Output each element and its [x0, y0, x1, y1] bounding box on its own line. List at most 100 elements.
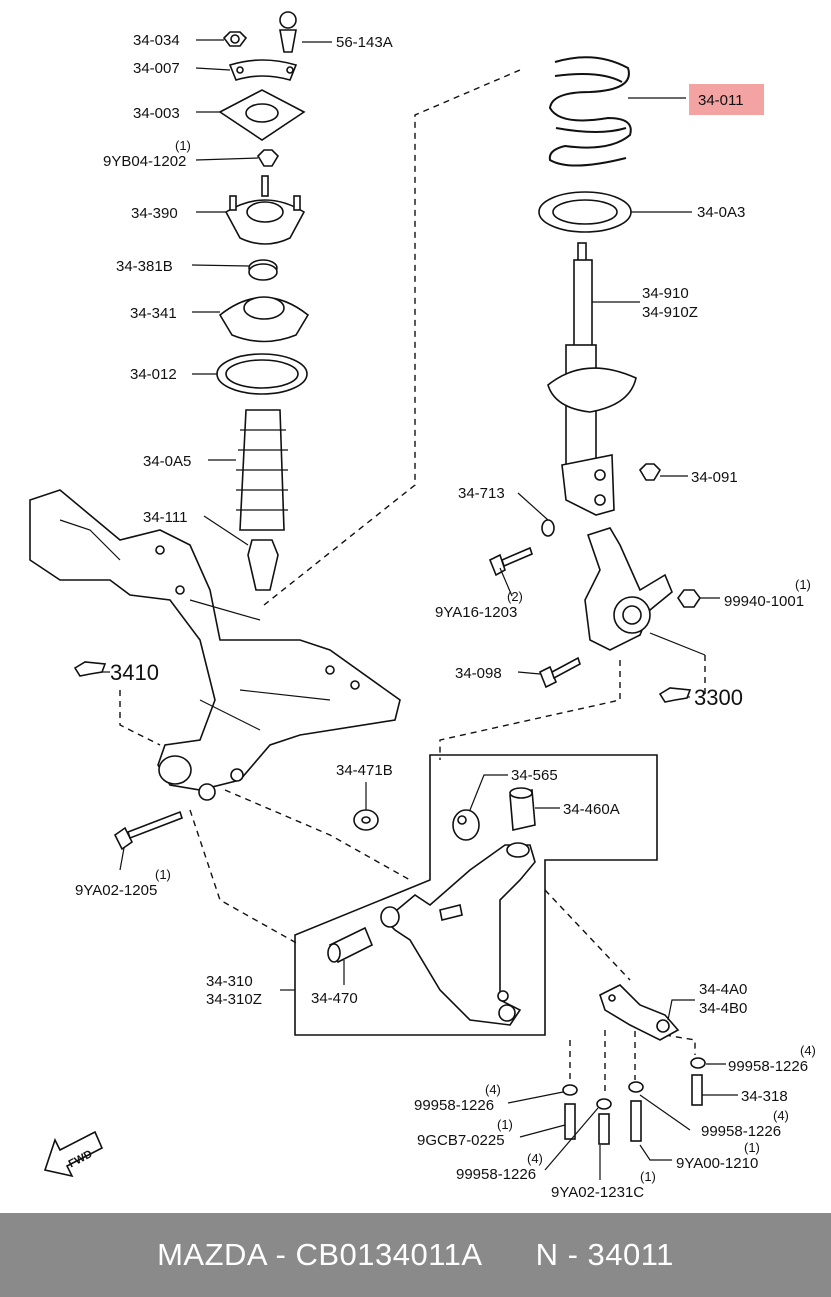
nut-9YB04-1202: [256, 149, 280, 167]
qty-99958-1226-bottom: (4): [527, 1151, 543, 1166]
assembly-dash-line: [119, 690, 161, 746]
bumper-34-111: [247, 539, 279, 591]
label-34-460A: 34-460A: [563, 801, 620, 818]
bolt-9YA16-1203: [488, 546, 533, 577]
mount-34-390: [224, 175, 306, 245]
footer-sep: -: [266, 1237, 296, 1272]
parts-diagram: FWD: [29, 11, 816, 1201]
label-56-143A: 56-143A: [336, 34, 393, 51]
label-34-390: 34-390: [131, 205, 178, 222]
label-34-565: 34-565: [511, 767, 558, 784]
highlight-box: [689, 84, 764, 115]
bearing-34-381B: [248, 259, 278, 281]
label-34-470: 34-470: [311, 990, 358, 1007]
footer-caption: MAZDA - CB0134011A N - 34011: [0, 1213, 831, 1297]
qty-9YA02-1231C: (1): [640, 1169, 656, 1184]
label-34-012: 34-012: [130, 366, 177, 383]
qty-9YA16-1203: (2): [507, 589, 523, 604]
label-9GCB7-0225: 9GCB7-0225: [417, 1132, 505, 1149]
bushing-34-470: [327, 926, 374, 964]
label-34-091: 34-091: [691, 469, 738, 486]
fasteners-bottom: [562, 1057, 706, 1145]
footer-gap: [481, 1237, 536, 1272]
assembly-dash-line: [224, 789, 411, 881]
washer-34-471B: [353, 809, 379, 831]
label-99958-1226-right: 99958-1226: [728, 1058, 808, 1075]
label-34-4B0: 34-4B0: [699, 1000, 747, 1017]
label-34-713: 34-713: [458, 485, 505, 502]
plate-34-003: [218, 89, 306, 141]
assembly-dash-line: [664, 1034, 696, 1055]
fwd-arrow-icon: FWD: [43, 1130, 104, 1178]
qty-99958-1226-mid: (4): [773, 1108, 789, 1123]
qty-9YB04-1202: (1): [175, 138, 191, 153]
assembly-dash-line: [544, 889, 631, 981]
reference-3410: 3410: [110, 660, 159, 685]
nut-34-034: [222, 31, 248, 47]
pointing-hand-icon: [658, 687, 692, 703]
qty-99940-1001: (1): [795, 577, 811, 592]
label-99958-1226-mid: 99958-1226: [701, 1123, 781, 1140]
qty-9GCB7-0225: (1): [497, 1117, 513, 1132]
bracket-34-4A0: [599, 984, 680, 1041]
label-34-910: 34-910: [642, 285, 689, 302]
plate-34-007: [228, 59, 298, 81]
label-34-4A0: 34-4A0: [699, 981, 747, 998]
label-34-0A3: 34-0A3: [697, 204, 745, 221]
label-34-003: 34-003: [133, 105, 180, 122]
qty-99958-1226-left: (4): [485, 1082, 501, 1097]
label-34-310: 34-310: [206, 973, 253, 990]
label-99958-1226-left: 99958-1226: [414, 1097, 494, 1114]
qty-9YA02-1205: (1): [155, 867, 171, 882]
qty-99958-1226-right: (4): [800, 1043, 816, 1058]
label-9YA00-1210: 9YA00-1210: [676, 1155, 758, 1172]
bolt-9YA02-1205: [113, 810, 184, 851]
label-9YA02-1205: 9YA02-1205: [75, 882, 157, 899]
insulator-34-012: [216, 353, 308, 395]
lower-arm-frame: [294, 754, 658, 1036]
nut-34-091: [638, 463, 662, 481]
footer-diagram-number: N - 34011: [535, 1237, 674, 1272]
assembly-dash-line: [263, 69, 521, 606]
subframe-3410: [29, 489, 401, 801]
clip-56-143A: [279, 11, 297, 53]
label-34-098: 34-098: [455, 665, 502, 682]
coil-spring-34-011: [548, 56, 632, 167]
label-34-111: 34-111: [143, 509, 187, 526]
leader-lines: [100, 39, 738, 1180]
assembly-dash-line: [439, 660, 621, 760]
pointing-hand-icon: [73, 661, 107, 677]
label-9YB04-1202: 9YB04-1202: [103, 153, 186, 170]
label-9YA02-1231C: 9YA02-1231C: [551, 1184, 644, 1201]
label-9YA16-1203: 9YA16-1203: [435, 604, 517, 621]
knuckle-assembly: [584, 527, 673, 651]
footer-bar: MAZDA - CB0134011A N - 34011: [0, 1213, 831, 1297]
bushing-34-565: [452, 809, 480, 841]
label-34-381B: 34-381B: [116, 258, 173, 275]
washer-34-713: [541, 519, 555, 537]
label-34-011: 34-011: [698, 92, 744, 109]
footer-brand: MAZDA: [157, 1237, 267, 1272]
label-34-318: 34-318: [741, 1088, 788, 1105]
label-34-910Z: 34-910Z: [642, 304, 698, 321]
label-99940-1001: 99940-1001: [724, 593, 804, 610]
footer-part-number: CB0134011A: [295, 1237, 481, 1272]
label-99958-1226-bottom: 99958-1226: [456, 1166, 536, 1183]
seat-34-0A3: [538, 191, 632, 233]
seat-34-341: [218, 296, 310, 343]
reference-3300: 3300: [694, 685, 743, 710]
label-34-034: 34-034: [133, 32, 180, 49]
assembly-dash-line: [189, 809, 301, 946]
label-34-310Z: 34-310Z: [206, 991, 262, 1008]
strut-34-910: [547, 242, 637, 516]
label-34-341: 34-341: [130, 305, 177, 322]
bushing-34-460A: [509, 787, 536, 831]
qty-9YA00-1210: (1): [744, 1140, 760, 1155]
bolt-34-098: [538, 656, 581, 689]
label-34-007: 34-007: [133, 60, 180, 77]
label-34-471B: 34-471B: [336, 762, 393, 779]
control-arm-34-310: [380, 842, 536, 1026]
label-34-0A5: 34-0A5: [143, 453, 191, 470]
nut-99940-1001: [677, 589, 701, 608]
boot-34-0A5: [236, 409, 288, 531]
